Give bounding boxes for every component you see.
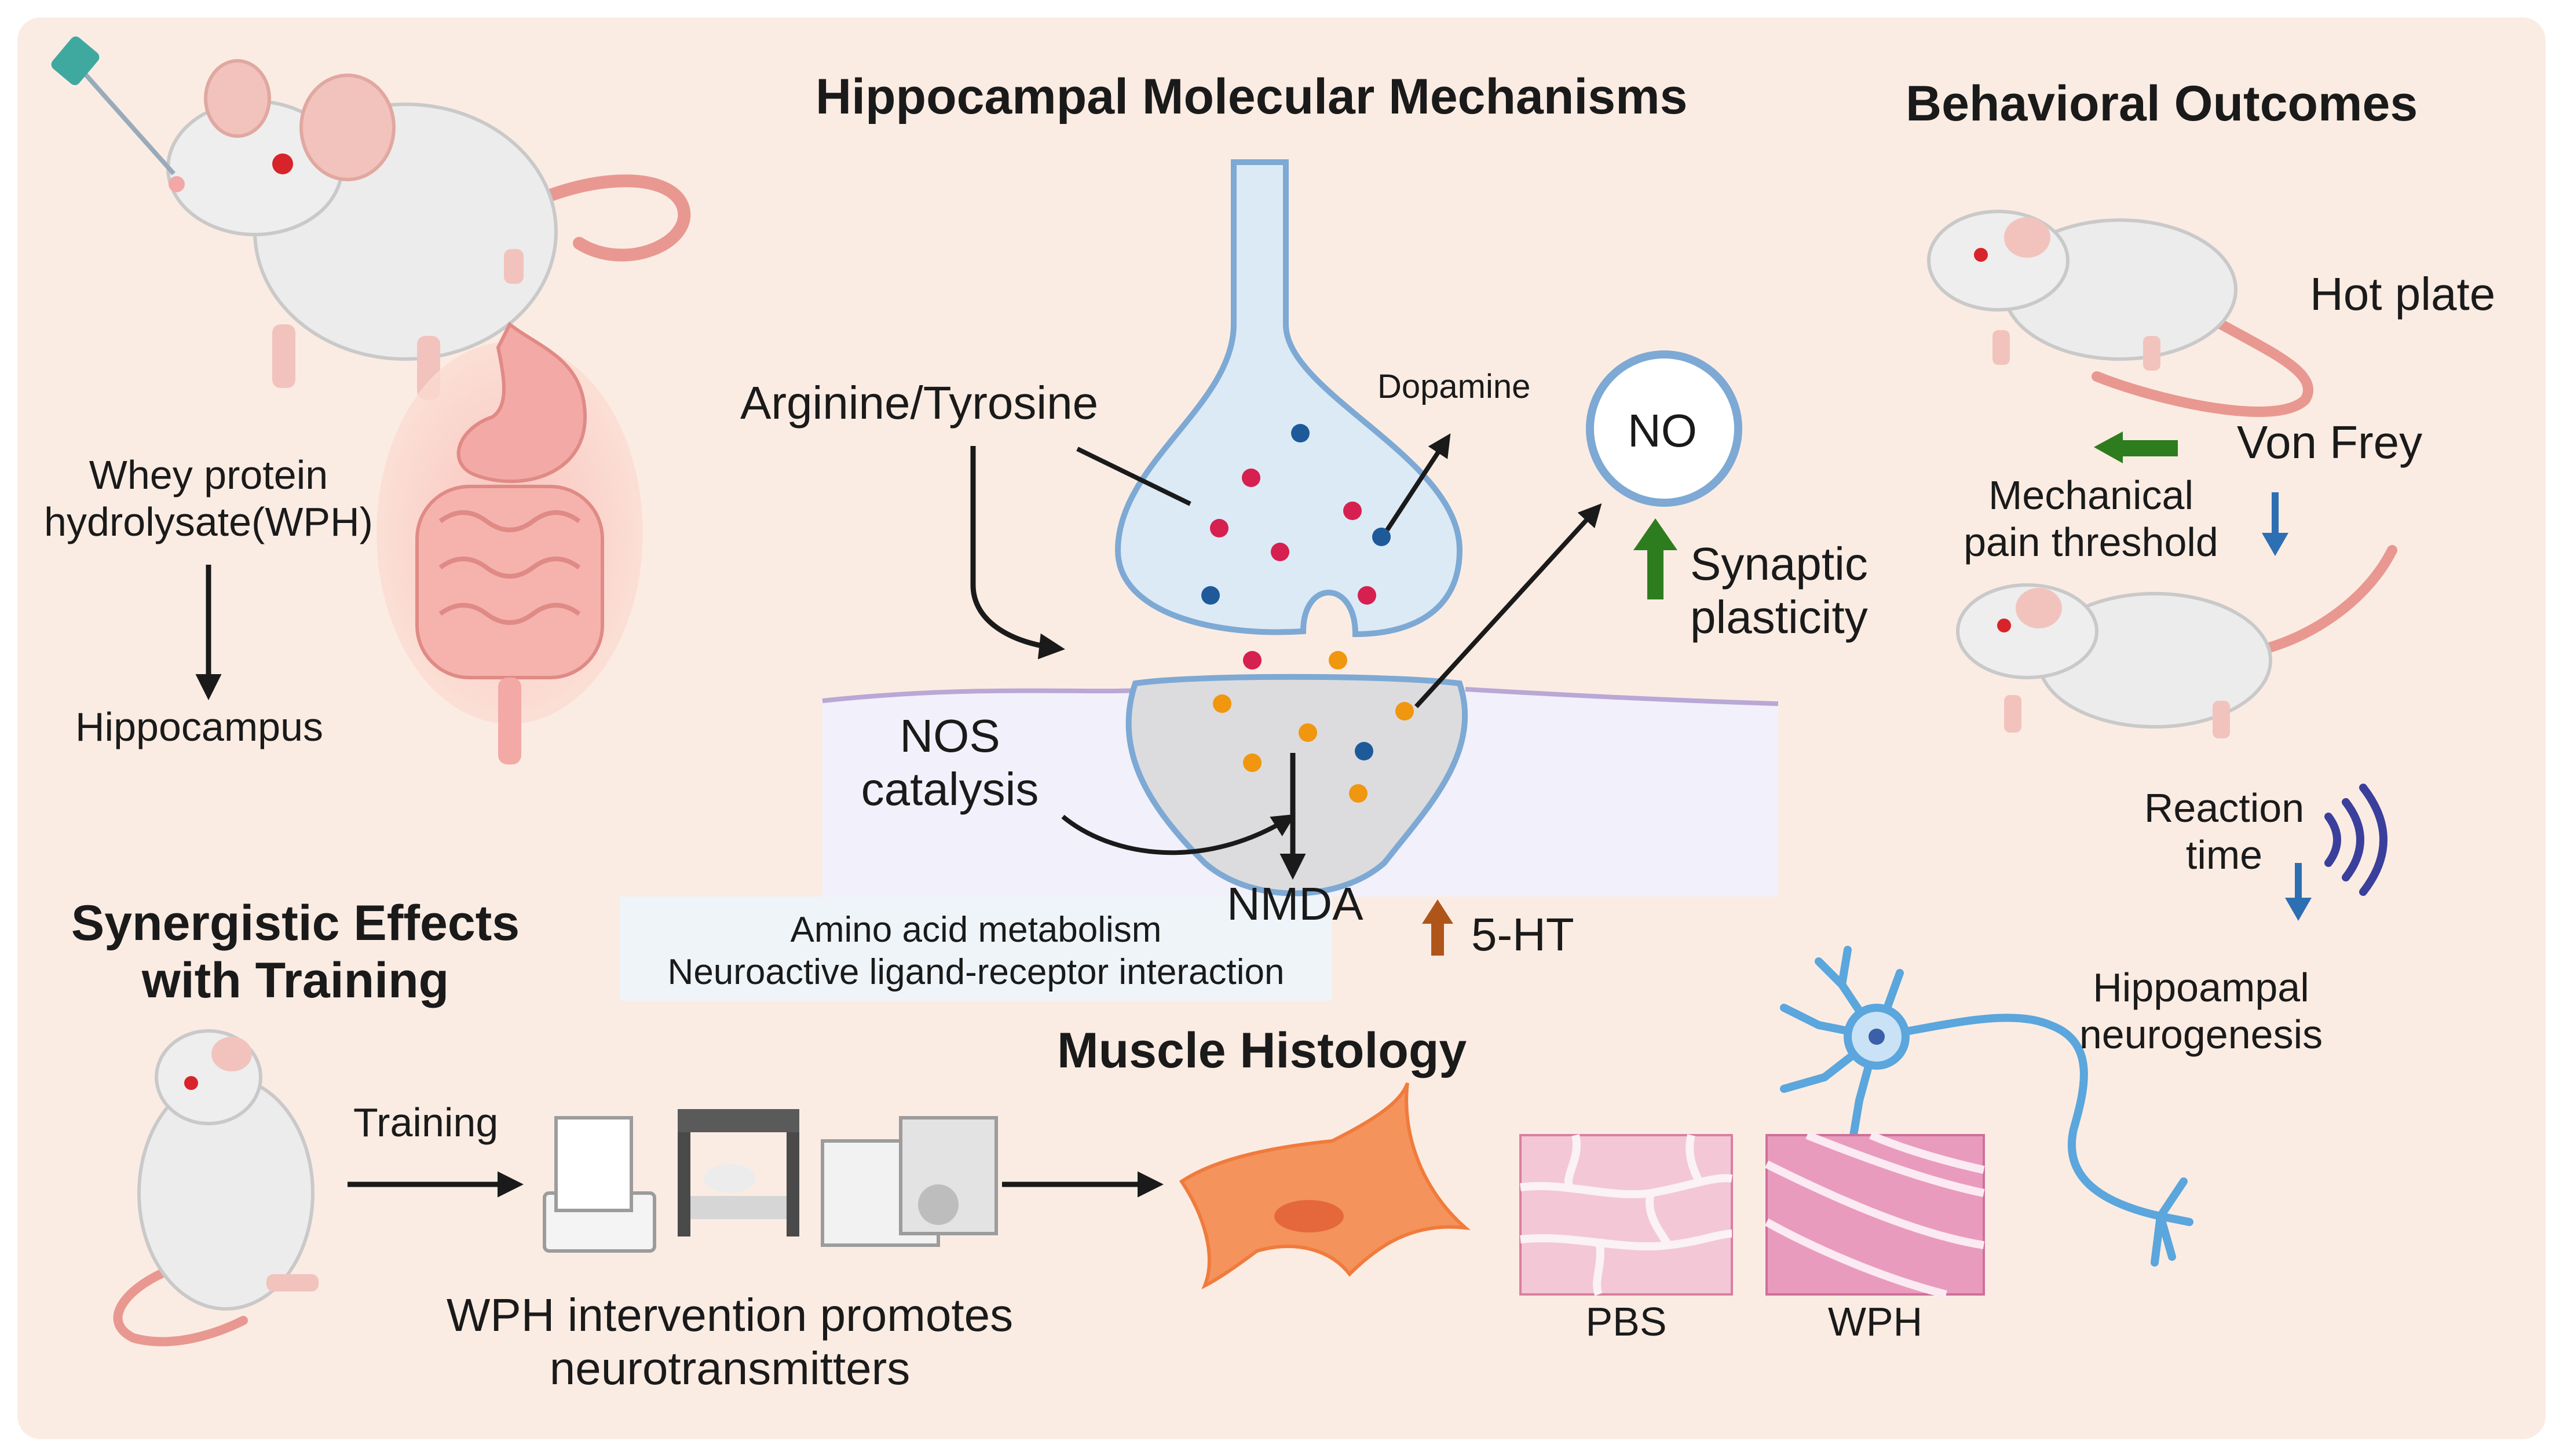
no-circle — [1586, 350, 1742, 507]
reaction-line2: time — [2185, 832, 2263, 877]
training-label: Training — [353, 1100, 499, 1145]
red-molecule — [1358, 586, 1376, 605]
synaptic-plasticity-label: Synaptic plasticity — [1690, 537, 1868, 644]
neuro-line1: Hippoampal — [2093, 965, 2309, 1010]
red-molecule — [1242, 469, 1260, 487]
synergy-title: Synergistic Effects with Training — [23, 895, 568, 1009]
5ht-up-arrow — [1422, 899, 1453, 956]
orange-molecules — [1213, 651, 1414, 803]
pathway-amino-acid: Amino acid metabolism — [790, 910, 1162, 950]
neuron-icon — [1780, 946, 2193, 1267]
wph-label-line2: hydrolysate(WPH) — [44, 499, 373, 544]
red-molecule — [1210, 519, 1229, 537]
mech-line1: Mechanical — [1988, 473, 2194, 518]
mechanical-down-arrow — [2262, 492, 2288, 556]
mouse-standing-icon — [113, 1029, 319, 1347]
red-molecule — [1243, 651, 1262, 670]
von-frey-label: Von Frey — [2237, 416, 2423, 468]
dopamine-label: Dopamine — [1377, 368, 1531, 405]
wph-histology-image — [1764, 1131, 1985, 1298]
synergy-line1: Synergistic Effects — [71, 895, 520, 951]
pathway-neuroactive: Neuroactive ligand-receptor interaction — [667, 952, 1285, 992]
orange-molecule — [1349, 784, 1368, 803]
synapse-illustration — [822, 159, 1779, 897]
blue-molecule — [1372, 528, 1391, 546]
neuro-line2: neurogenesis — [2079, 1011, 2323, 1057]
reaction-down-arrow — [2285, 863, 2312, 921]
dopamine-release-arrow — [1385, 433, 1451, 532]
no-production-arrow — [1414, 503, 1602, 708]
sound-wave-icon — [2324, 784, 2387, 896]
pathway-box: Amino acid metabolism Neuroactive ligand… — [620, 897, 1332, 1001]
mouse-injection-icon — [51, 36, 691, 400]
synaptic-line1: Synaptic — [1690, 538, 1868, 590]
mech-line2: pain threshold — [1964, 519, 2218, 565]
wph-intervention-line1: WPH intervention promotes — [446, 1289, 1014, 1341]
arginine-pointer — [1076, 447, 1191, 506]
arginine-tyrosine-label: Arginine/Tyrosine — [740, 377, 1099, 429]
muscle-title: Muscle Histology — [1057, 1023, 1467, 1078]
muscle-cell-icon — [1179, 1082, 1471, 1290]
orange-molecule — [1395, 702, 1414, 720]
nmda-label: NMDA — [1227, 878, 1363, 930]
orange-molecule — [1243, 753, 1262, 772]
orange-molecule — [1299, 723, 1317, 742]
mechanical-pain-label: Mechanical pain threshold — [1940, 472, 2242, 565]
wph-intervention-line2: neurotransmitters — [549, 1342, 911, 1394]
orange-molecule — [1329, 651, 1347, 670]
nos-catalysis-arrow — [1061, 814, 1296, 855]
synaptic-line2: plasticity — [1690, 591, 1868, 643]
pbs-label: PBS — [1585, 1299, 1667, 1344]
red-molecule — [1271, 543, 1289, 561]
wph-label: Whey protein hydrolysate(WPH) — [29, 452, 388, 545]
treadmill-icon — [543, 1116, 656, 1253]
blue-molecule — [1355, 742, 1373, 760]
arginine-to-postsynapse-arrow — [970, 446, 1065, 660]
mouse-hotplate-icon — [1927, 210, 2313, 417]
left-green-arrow — [2094, 431, 2178, 463]
nos-catalysis-label: NOS catalysis — [822, 709, 1077, 816]
nos-line2: catalysis — [861, 763, 1039, 815]
neurogenesis-label: Hippoampal neurogenesis — [2039, 964, 2363, 1058]
pbs-histology-image — [1519, 1134, 1733, 1296]
blue-molecules — [1201, 424, 1391, 760]
nos-line1: NOS — [900, 710, 1000, 762]
reaction-line1: Reaction — [2144, 785, 2305, 831]
hippocampus-label: Hippocampus — [75, 704, 323, 749]
behavior-title: Behavioral Outcomes — [1906, 76, 2418, 131]
stomach-intestine-icon — [376, 321, 643, 764]
no-label: NO — [1628, 405, 1697, 456]
reaction-time-label: Reaction time — [2108, 785, 2340, 878]
wph-intervention-label: WPH intervention promotes neurotransmitt… — [394, 1289, 1066, 1395]
blue-molecule — [1201, 586, 1220, 605]
wph-histology-label: WPH — [1827, 1299, 1923, 1344]
rotarod-icon — [678, 1109, 799, 1236]
red-molecules — [1210, 469, 1376, 670]
hot-plate-label: Hot plate — [2310, 268, 2496, 320]
blue-molecule — [1291, 424, 1310, 442]
incubator-icon — [821, 1116, 998, 1247]
wph-label-line1: Whey protein — [89, 452, 328, 497]
synaptic-up-arrow — [1633, 518, 1677, 599]
5ht-label: 5-HT — [1471, 909, 1574, 960]
synergy-line2: with Training — [141, 952, 449, 1008]
orange-molecule — [1213, 694, 1231, 713]
mouse-vonfrey-icon — [1956, 545, 2397, 738]
mechanisms-title: Hippocampal Molecular Mechanisms — [816, 69, 1688, 125]
red-molecule — [1343, 502, 1362, 520]
